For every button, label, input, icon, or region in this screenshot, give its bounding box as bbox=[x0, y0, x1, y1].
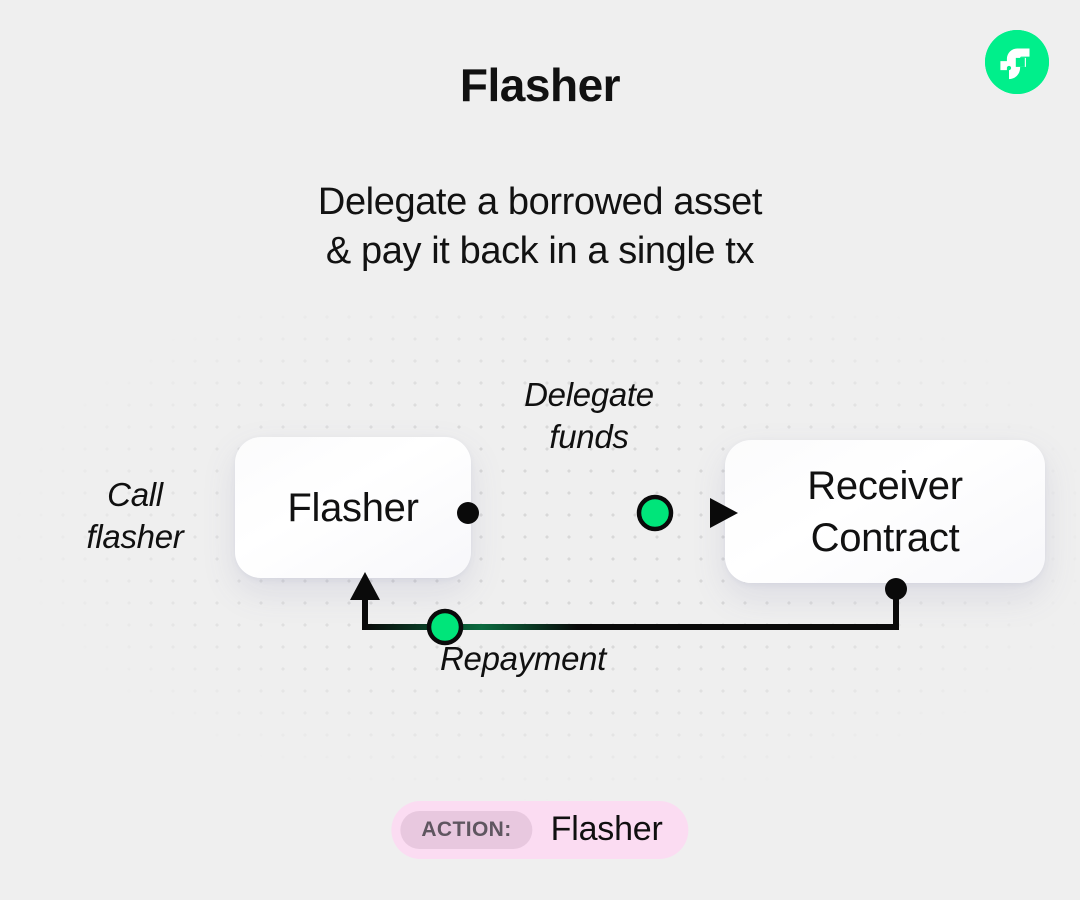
action-badge: ACTION: Flasher bbox=[391, 801, 689, 859]
subtitle-line-1: Delegate a borrowed asset bbox=[317, 181, 763, 223]
edge-label-delegate-funds: Delegate funds bbox=[455, 374, 723, 458]
node-flasher-label: Flasher bbox=[287, 485, 419, 530]
edge-label-call-line-2: flasher bbox=[86, 518, 184, 555]
edge-label-delegate-line-1: Delegate bbox=[524, 376, 654, 413]
edge-label-delegate-line-2: funds bbox=[549, 418, 629, 455]
node-receiver-label-line-1: Receiver bbox=[807, 463, 963, 508]
subtitle-line-2: & pay it back in a single tx bbox=[325, 230, 755, 272]
node-receiver-label-line-2: Contract bbox=[810, 515, 960, 560]
page-subtitle: Delegate a borrowed asset & pay it back … bbox=[0, 178, 1080, 276]
node-flasher[interactable]: Flasher bbox=[235, 437, 471, 578]
edge-label-repayment: Repayment bbox=[440, 640, 607, 677]
action-tag-label: ACTION: bbox=[400, 811, 533, 849]
node-receiver-contract[interactable]: Receiver Contract bbox=[725, 440, 1045, 583]
flow-logo-icon bbox=[985, 30, 1049, 94]
edge-label-call-line-1: Call bbox=[107, 476, 163, 513]
action-value-label: Flasher bbox=[550, 809, 663, 848]
node-receiver-label: Receiver Contract bbox=[807, 460, 963, 564]
page-title: Flasher bbox=[459, 59, 621, 111]
edge-label-call-flasher: Call flasher bbox=[38, 474, 232, 558]
